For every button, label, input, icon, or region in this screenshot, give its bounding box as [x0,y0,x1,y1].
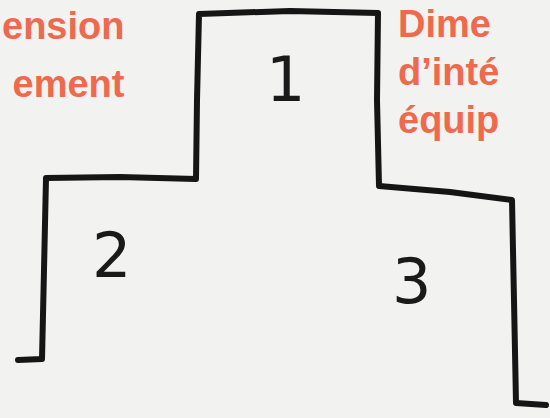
heading-fragment: équip [398,100,499,142]
podium-number: 2 [92,222,131,290]
heading-fragment: ement [13,64,125,106]
heading-fragment: d’inté [398,52,499,94]
podium-number: 3 [392,248,431,316]
heading-fragment: ension [2,6,124,48]
podium-number: 1 [266,46,305,114]
heading-fragment: Dime [398,4,491,46]
